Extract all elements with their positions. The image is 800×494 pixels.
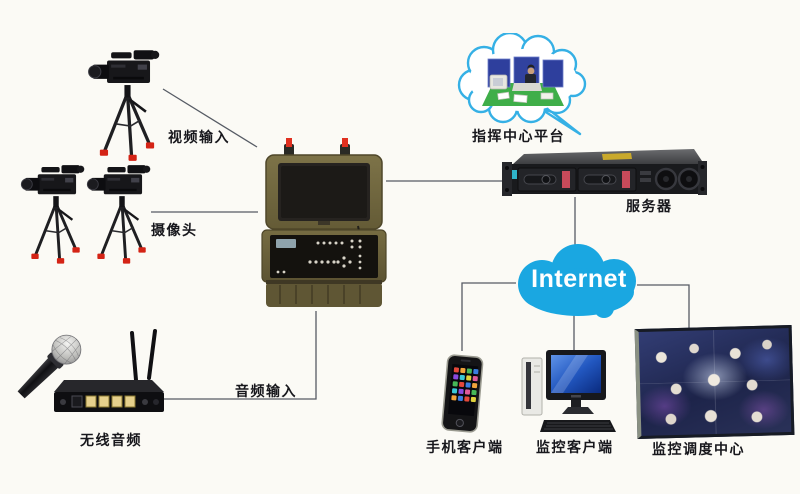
label-phone-client: 手机客户端 xyxy=(426,439,504,455)
rugged-case-terminal-icon xyxy=(256,130,392,312)
desktop-computer-icon xyxy=(516,344,620,438)
video-camera-icon xyxy=(18,156,94,270)
label-server: 服务器 xyxy=(626,198,673,214)
cloud-icon xyxy=(518,244,636,318)
video-camera-icon xyxy=(84,156,160,270)
label-audio-input: 音频输入 xyxy=(235,383,297,399)
thought-bubble-office-icon xyxy=(446,31,598,145)
smartphone-icon xyxy=(430,346,493,439)
wireless-router-icon xyxy=(48,326,180,422)
internet-cloud: Internet xyxy=(506,242,652,320)
rack-server-icon xyxy=(498,148,710,204)
label-camera: 摄像头 xyxy=(151,222,198,238)
label-video-input: 视频输入 xyxy=(168,129,230,145)
label-wireless-audio: 无线音频 xyxy=(80,432,142,448)
video-camera-icon xyxy=(85,40,170,168)
video-wall-icon xyxy=(634,324,795,440)
label-command-center: 指挥中心平台 xyxy=(472,128,565,144)
microphone-icon xyxy=(8,328,104,408)
internet-label: Internet xyxy=(531,265,627,293)
label-dispatch-center: 监控调度中心 xyxy=(652,441,745,457)
label-monitor-client: 监控客户端 xyxy=(536,439,614,455)
